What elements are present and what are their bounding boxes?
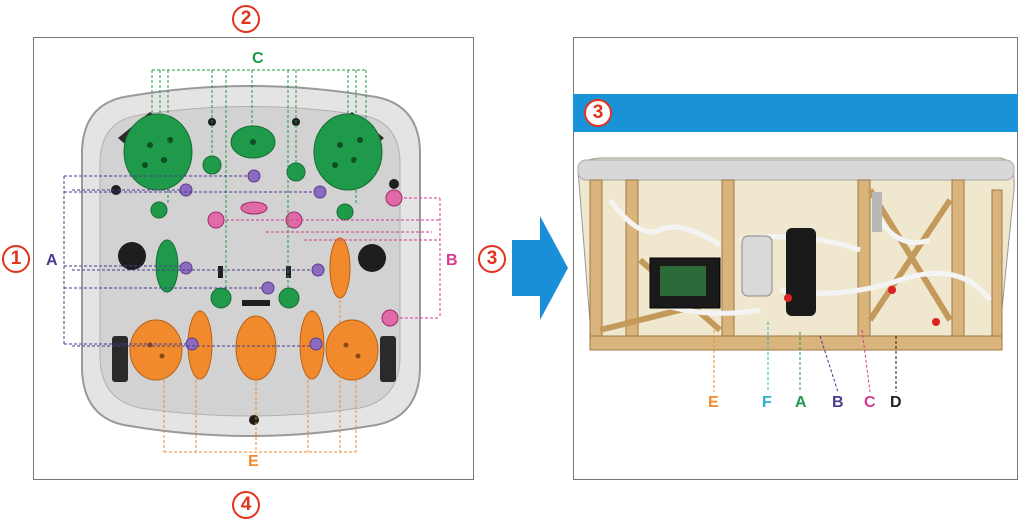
marker-right: 3	[478, 245, 506, 273]
marker-left: 1	[2, 245, 30, 273]
equipment-label-e: E	[708, 394, 719, 411]
pump-2	[786, 228, 816, 316]
photo-banner	[573, 94, 1018, 132]
equipment-label-d: D	[890, 394, 902, 411]
heater	[872, 192, 882, 232]
orange-jet-cluster-right	[325, 319, 379, 381]
label-b: B	[446, 252, 458, 269]
equipment-label-c: C	[864, 394, 876, 411]
marker-photo: 3	[584, 99, 612, 127]
equipment-label-a: A	[795, 394, 807, 411]
marker-bottom: 4	[232, 491, 260, 519]
equipment-label-f: F	[762, 394, 772, 411]
equipment-label-b: B	[832, 394, 844, 411]
marker-top: 2	[232, 5, 260, 33]
green-jet-cluster-right	[313, 113, 383, 191]
orange-jet-cluster-left	[129, 319, 183, 381]
label-c: C	[252, 50, 264, 67]
label-a: A	[46, 252, 58, 269]
label-e: E	[248, 453, 259, 470]
orange-jet-center	[235, 315, 277, 381]
pump-1	[741, 235, 773, 297]
